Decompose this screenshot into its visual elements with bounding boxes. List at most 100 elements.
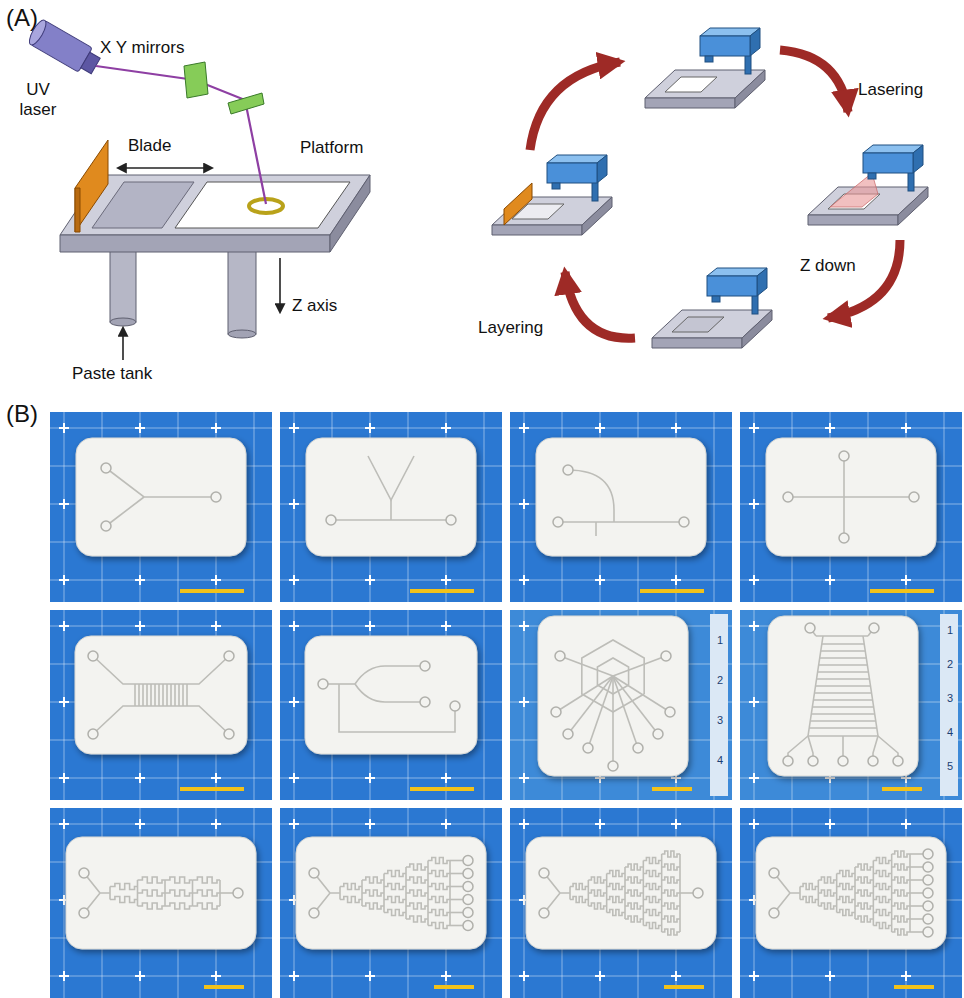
chip-photo bbox=[510, 412, 732, 602]
part-label: Platform bbox=[300, 138, 363, 158]
microchannel bbox=[662, 903, 680, 909]
microchannel bbox=[182, 684, 184, 706]
grid-cross bbox=[749, 697, 759, 707]
grid-cross bbox=[59, 697, 69, 707]
port-hole bbox=[653, 729, 663, 739]
head-front bbox=[863, 153, 913, 173]
port-hole bbox=[583, 743, 593, 753]
grid-cross bbox=[901, 575, 911, 585]
grid-line bbox=[740, 428, 962, 429]
grid-cross bbox=[365, 575, 375, 585]
grid-line bbox=[714, 412, 715, 602]
grid-line bbox=[280, 428, 502, 429]
microchannel bbox=[340, 884, 362, 890]
grid-cross bbox=[749, 423, 759, 433]
head-front bbox=[547, 163, 597, 183]
scale-bar bbox=[640, 589, 704, 593]
microchannel bbox=[892, 916, 910, 922]
scale-bar bbox=[664, 985, 704, 989]
port-hole bbox=[79, 868, 89, 878]
microchannel bbox=[384, 897, 406, 903]
microchannel bbox=[406, 864, 428, 870]
scale-bar bbox=[894, 985, 934, 989]
port-hole bbox=[838, 756, 848, 766]
microchannel bbox=[146, 684, 148, 706]
grid-cross bbox=[441, 621, 451, 631]
printer-schematic bbox=[26, 18, 370, 360]
microchannel bbox=[892, 877, 910, 883]
ruler-number: 2 bbox=[717, 674, 723, 687]
chip-photo bbox=[740, 412, 962, 602]
scale-bar bbox=[870, 589, 934, 593]
microchannel bbox=[383, 874, 385, 913]
microchannel bbox=[588, 676, 613, 748]
microchannel bbox=[625, 877, 643, 883]
microchannel bbox=[662, 916, 680, 922]
grid-cross bbox=[749, 971, 759, 981]
microchannel bbox=[588, 903, 606, 909]
microchannel bbox=[625, 890, 643, 896]
microchannel bbox=[843, 456, 845, 538]
port-hole bbox=[923, 875, 933, 885]
grid-line bbox=[280, 976, 502, 977]
chip-body bbox=[76, 438, 246, 556]
microchannel bbox=[406, 890, 428, 896]
grid-line bbox=[280, 824, 502, 825]
grid-line bbox=[50, 976, 272, 977]
port-hole bbox=[769, 868, 779, 878]
port-hole bbox=[463, 895, 473, 905]
grid-line bbox=[740, 778, 962, 779]
microchannel bbox=[812, 706, 873, 708]
microchannel bbox=[178, 684, 180, 706]
port-hole bbox=[79, 908, 89, 918]
microchannel bbox=[873, 884, 891, 890]
grid-cross bbox=[519, 621, 529, 631]
microchannel bbox=[873, 871, 891, 877]
machine-front bbox=[645, 98, 735, 108]
ruler-number: 3 bbox=[947, 692, 953, 705]
microchannel bbox=[162, 684, 164, 706]
microchannel bbox=[607, 884, 625, 890]
grid-cross bbox=[289, 621, 299, 631]
grid-cross bbox=[749, 621, 759, 631]
port-hole bbox=[88, 651, 98, 661]
microchannel bbox=[558, 521, 684, 523]
microchannel bbox=[368, 456, 414, 500]
part-label: UV laser bbox=[10, 80, 66, 119]
motion-arrow bbox=[118, 167, 212, 169]
port-hole bbox=[909, 492, 919, 502]
grid-line bbox=[510, 428, 732, 429]
microchannel bbox=[873, 910, 891, 916]
microchannel bbox=[165, 903, 193, 909]
laser-nozzle bbox=[552, 183, 560, 189]
microchannel bbox=[339, 684, 455, 732]
grid-cross bbox=[211, 773, 221, 783]
microchannel bbox=[138, 903, 166, 909]
grid-cross bbox=[59, 819, 69, 829]
grid-cross bbox=[365, 819, 375, 829]
printer-machine bbox=[808, 145, 928, 225]
port-hole bbox=[923, 914, 933, 924]
microchannel bbox=[892, 903, 910, 909]
grid-cross bbox=[825, 971, 835, 981]
chip-photo bbox=[740, 610, 962, 800]
grid-cross bbox=[749, 499, 759, 509]
head-front bbox=[700, 36, 750, 56]
microchannel bbox=[384, 871, 406, 877]
ceramic-chip bbox=[66, 837, 256, 949]
grid-line bbox=[280, 580, 502, 581]
microchannel bbox=[174, 684, 176, 706]
photo-background bbox=[740, 412, 962, 602]
chip-body bbox=[66, 837, 256, 949]
blade-plate bbox=[75, 140, 108, 232]
port-hole bbox=[463, 869, 473, 879]
scale-bar bbox=[882, 787, 922, 791]
port-hole bbox=[233, 888, 243, 898]
machine-front bbox=[808, 215, 898, 225]
port-hole bbox=[224, 651, 234, 661]
chip-photo bbox=[280, 808, 502, 998]
microchannel bbox=[816, 685, 871, 687]
grid-cross bbox=[365, 773, 375, 783]
port-hole bbox=[420, 697, 430, 707]
